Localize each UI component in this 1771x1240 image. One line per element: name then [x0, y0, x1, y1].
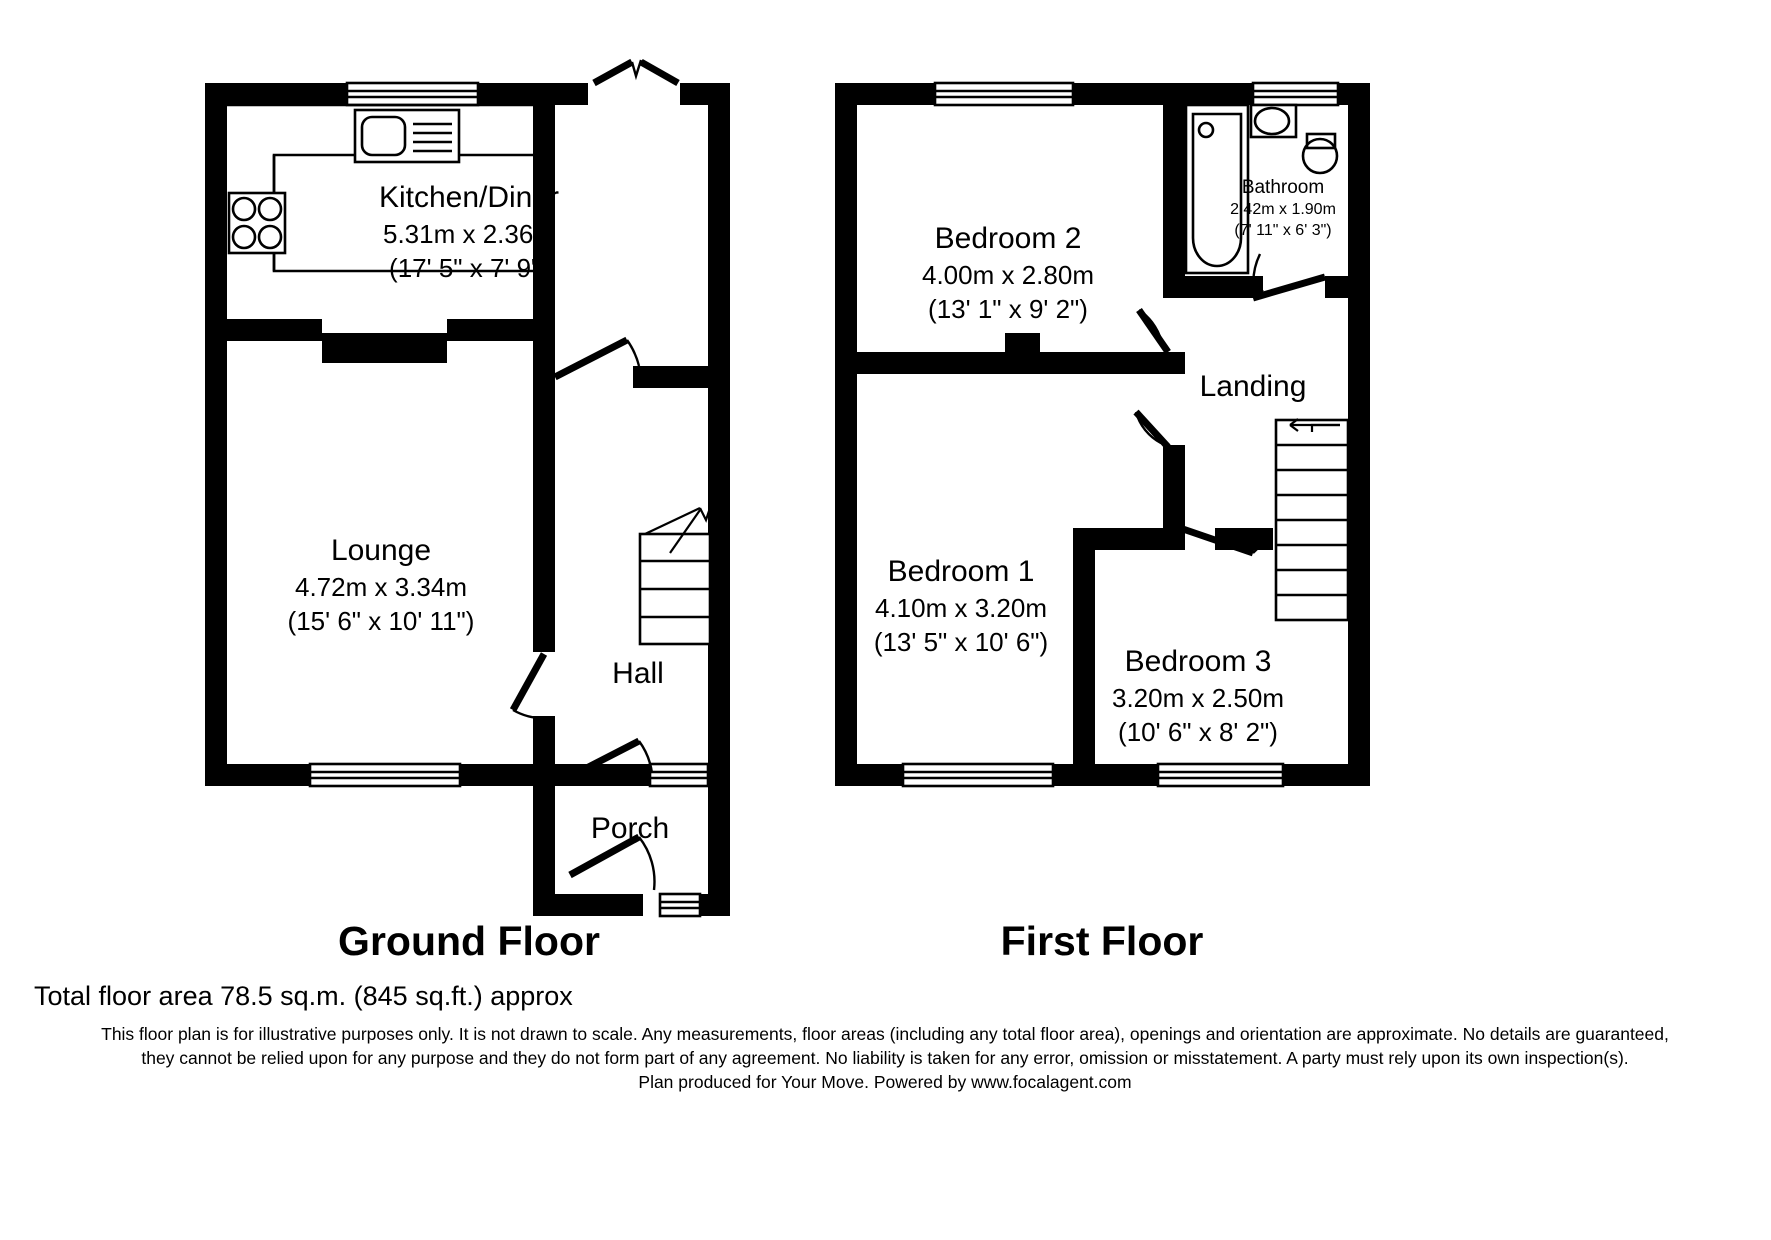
- wall-right-exterior: [708, 83, 730, 775]
- window-bedroom1-bottom: [901, 762, 1055, 788]
- first-floor-windows: [901, 81, 1340, 788]
- wall-ff-top-left: [835, 83, 935, 105]
- room-dim-bedroom1-imperial: (13' 5" x 10' 6"): [874, 627, 1048, 657]
- staircase-ground-icon: [638, 504, 713, 646]
- window-hall-front: [648, 762, 710, 788]
- wall-right-kitchen-stub: [533, 375, 555, 397]
- room-dim-kitchen-diner-metric: 5.31m x 2.36m: [383, 219, 555, 249]
- room-dim-lounge-metric: 4.72m x 3.34m: [295, 572, 467, 602]
- disclaimer-line-1: This floor plan is for illustrative purp…: [101, 1024, 1669, 1044]
- door-kitchen-hall: [553, 336, 641, 381]
- window-porch-front: [658, 892, 702, 918]
- window-bathroom-top: [1251, 81, 1340, 107]
- ground-floor-labels: Kitchen/Diner 5.31m x 2.36m (17' 5" x 7'…: [288, 181, 670, 845]
- door-hall-porch: [571, 737, 654, 779]
- wall-bathroom-bottom-left: [1163, 276, 1263, 298]
- wall-hall-top-partition: [633, 366, 730, 388]
- wall-bed2-bottom-left: [857, 352, 1005, 374]
- wall-kitchen-lounge-right: [447, 319, 535, 341]
- wall-bed1-landing: [1163, 445, 1185, 530]
- window-lounge-bottom: [308, 762, 462, 788]
- room-label-lounge: Lounge: [331, 534, 431, 567]
- room-label-landing: Landing: [1200, 370, 1307, 403]
- floor-title-ground: Ground Floor: [338, 918, 600, 964]
- wall-bottom-left: [205, 764, 310, 786]
- door-porch-front: [568, 833, 656, 891]
- basin-icon: [1249, 103, 1298, 139]
- ground-floor-group: Kitchen/Diner 5.31m x 2.36m (17' 5" x 7'…: [205, 58, 730, 964]
- door-bedroom1: [1133, 409, 1171, 450]
- wall-left-exterior: [205, 83, 227, 786]
- bath-icon: [1184, 103, 1250, 275]
- wall-porch-right: [708, 775, 730, 916]
- disclaimer-line-2: they cannot be relied upon for any purpo…: [141, 1048, 1628, 1068]
- wall-ff-left-exterior: [835, 83, 857, 786]
- staircase-first-icon: [1274, 418, 1350, 622]
- first-floor-doors: [1133, 253, 1326, 557]
- room-label-bedroom2: Bedroom 2: [935, 222, 1082, 255]
- wall-right-lounge: [533, 397, 555, 652]
- wall-kitchen-lounge-left: [227, 319, 322, 341]
- door-lounge-hall: [509, 652, 550, 720]
- sink-icon: [353, 108, 461, 164]
- wall-porch-left: [533, 786, 555, 916]
- disclaimer-line-3: Plan produced for Your Move. Powered by …: [638, 1072, 1131, 1092]
- door-kitchen-back: [592, 58, 680, 87]
- first-floor-group: Bedroom 2 4.00m x 2.80m (13' 1" x 9' 2")…: [835, 81, 1370, 964]
- hob-icon: [227, 191, 287, 255]
- room-dim-bedroom3-imperial: (10' 6" x 8' 2"): [1118, 717, 1278, 747]
- footer-group: Total floor area 78.5 sq.m. (845 sq.ft.)…: [34, 981, 1669, 1092]
- wall-top-left: [205, 83, 355, 105]
- room-dim-bathroom-imperial: (7' 11" x 6' 3"): [1234, 222, 1331, 239]
- wall-bathroom-left: [1163, 83, 1185, 298]
- total-floor-area: Total floor area 78.5 sq.m. (845 sq.ft.)…: [34, 981, 573, 1011]
- wall-bed2-bottom-right: [1040, 352, 1168, 374]
- wall-porch-bottom-left: [533, 894, 643, 916]
- first-floor-walls: [835, 83, 1370, 786]
- room-dim-bedroom1-metric: 4.10m x 3.20m: [875, 593, 1047, 623]
- bathroom-fixtures: [1184, 103, 1339, 275]
- ground-floor-doors: [509, 58, 680, 891]
- door-bedroom2: [1136, 308, 1171, 354]
- window-kitchen-top: [345, 81, 480, 107]
- wall-bottom-porch-top: [555, 764, 640, 786]
- window-bedroom2-top: [933, 81, 1075, 107]
- wall-bathroom-door-stub: [1325, 276, 1370, 298]
- wall-bed2-stub: [1005, 333, 1040, 374]
- wall-ff-right-exterior: [1348, 83, 1370, 786]
- room-label-bedroom1: Bedroom 1: [888, 555, 1035, 588]
- first-floor-labels: Bedroom 2 4.00m x 2.80m (13' 1" x 9' 2")…: [874, 177, 1336, 747]
- wall-landing-stub-top: [1163, 352, 1185, 374]
- room-dim-lounge-imperial: (15' 6" x 10' 11"): [288, 606, 475, 636]
- chimney-breast: [322, 333, 447, 363]
- room-dim-bathroom-metric: 2.42m x 1.90m: [1230, 201, 1336, 218]
- room-dim-bedroom3-metric: 3.20m x 2.50m: [1112, 683, 1284, 713]
- ground-floor-walls: [205, 83, 730, 916]
- room-label-porch: Porch: [591, 812, 669, 845]
- room-label-hall: Hall: [612, 657, 664, 690]
- room-dim-kitchen-diner-imperial: (17' 5" x 7' 9"): [389, 253, 549, 283]
- room-dim-bedroom2-metric: 4.00m x 2.80m: [922, 260, 1094, 290]
- door-bedroom3: [1178, 524, 1272, 557]
- wall-bottom-mid: [460, 764, 555, 786]
- wall-ff-bottom-mid: [1053, 764, 1158, 786]
- wall-bed1-bed3-top: [1073, 528, 1185, 550]
- room-label-kitchen-diner: Kitchen/Diner: [379, 181, 559, 214]
- wall-bed1-bed3-vertical: [1073, 528, 1095, 786]
- door-bathroom: [1252, 253, 1326, 302]
- kitchen-units: [227, 103, 550, 319]
- window-bedroom3-bottom: [1156, 762, 1285, 788]
- room-dim-bedroom2-imperial: (13' 1" x 9' 2"): [928, 294, 1088, 324]
- room-label-bathroom: Bathroom: [1242, 177, 1324, 198]
- floor-title-first: First Floor: [1001, 918, 1204, 964]
- wall-ff-bottom-right: [1283, 764, 1370, 786]
- wall-ff-bottom-left: [835, 764, 903, 786]
- toilet-icon: [1301, 132, 1339, 175]
- room-label-bedroom3: Bedroom 3: [1125, 645, 1272, 678]
- ground-floor-windows: [308, 81, 710, 918]
